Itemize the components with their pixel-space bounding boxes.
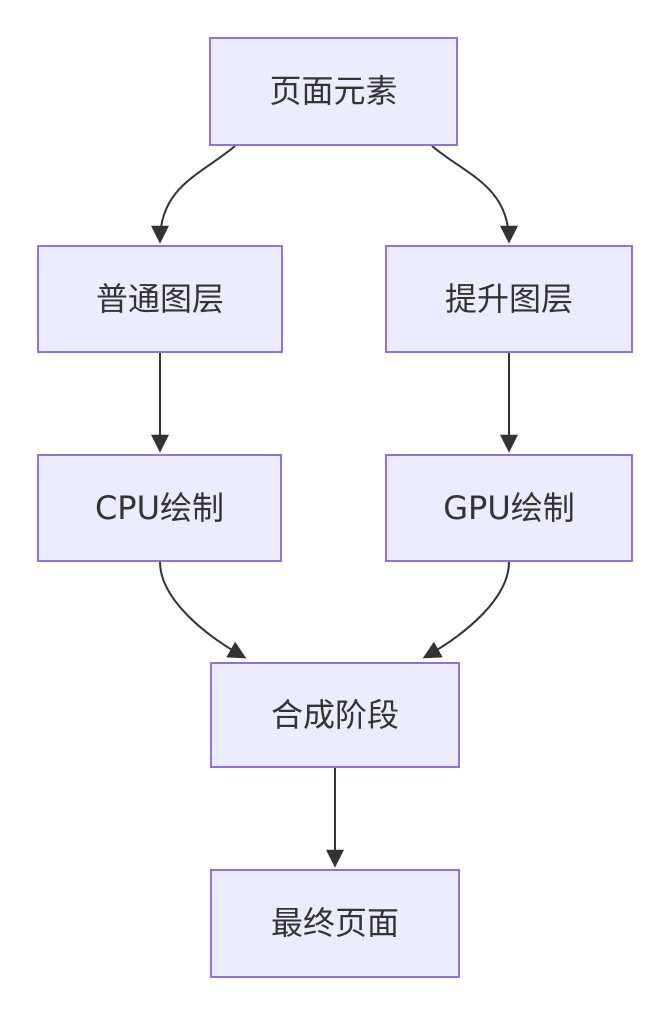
node-cpu-paint: CPU绘制 <box>37 454 282 562</box>
edge-page-elements-to-promoted-layer <box>431 145 518 244</box>
node-final-page-label: 最终页面 <box>270 904 399 943</box>
node-gpu-paint-label: GPU绘制 <box>443 488 575 527</box>
node-promoted-layer-label: 提升图层 <box>444 279 573 318</box>
node-composite-stage: 合成阶段 <box>210 662 460 768</box>
node-final-page: 最终页面 <box>210 869 460 978</box>
edge-cpu-paint-to-composite-stage <box>159 561 247 659</box>
edge-page-elements-to-normal-layer <box>151 145 236 244</box>
node-page-elements-label: 页面元素 <box>269 72 398 111</box>
node-gpu-paint: GPU绘制 <box>385 454 633 562</box>
edge-gpu-paint-to-composite-stage <box>422 561 510 659</box>
node-page-elements: 页面元素 <box>209 37 458 146</box>
node-cpu-paint-label: CPU绘制 <box>94 488 225 527</box>
node-promoted-layer: 提升图层 <box>385 245 633 353</box>
node-normal-layer-label: 普通图层 <box>95 279 224 318</box>
node-normal-layer: 普通图层 <box>37 245 283 353</box>
node-composite-stage-label: 合成阶段 <box>270 695 399 734</box>
